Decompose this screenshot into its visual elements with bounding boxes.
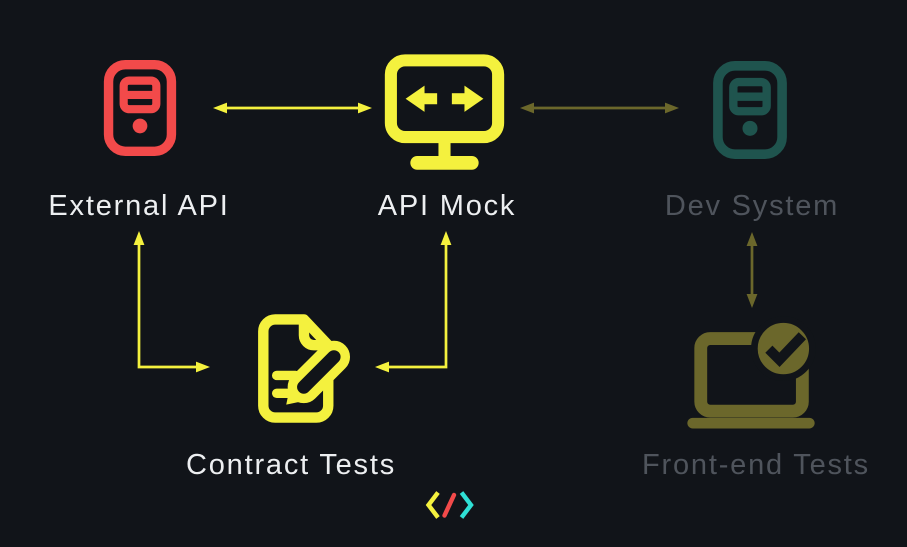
arrow-api-mock-to-dev-system [520,102,679,114]
node-label-dev-system: Dev System [664,190,840,222]
laptop-check-icon [687,316,816,429]
arrow-contract-tests-to-api-mock [375,231,452,373]
logo-close-bracket-icon [459,491,474,519]
node-label-external-api: External API [48,190,230,222]
node-label-api-mock: API Mock [377,190,517,222]
logo-open-bracket-icon [425,491,440,519]
arrow-contract-tests-to-external-api [133,231,210,373]
node-label-contract-tests: Contract Tests [185,449,397,481]
arrow-dev-system-to-front-end-tests [746,232,758,308]
server-icon [713,61,787,159]
logo-slash-icon [442,492,457,518]
server-icon [103,60,177,156]
monitor-sync-icon [384,54,505,170]
document-pen-icon [258,314,351,423]
arrow-external-api-to-api-mock [213,102,372,114]
node-label-front-end-tests: Front-end Tests [642,449,870,481]
code-brackets-logo-icon [425,491,474,519]
